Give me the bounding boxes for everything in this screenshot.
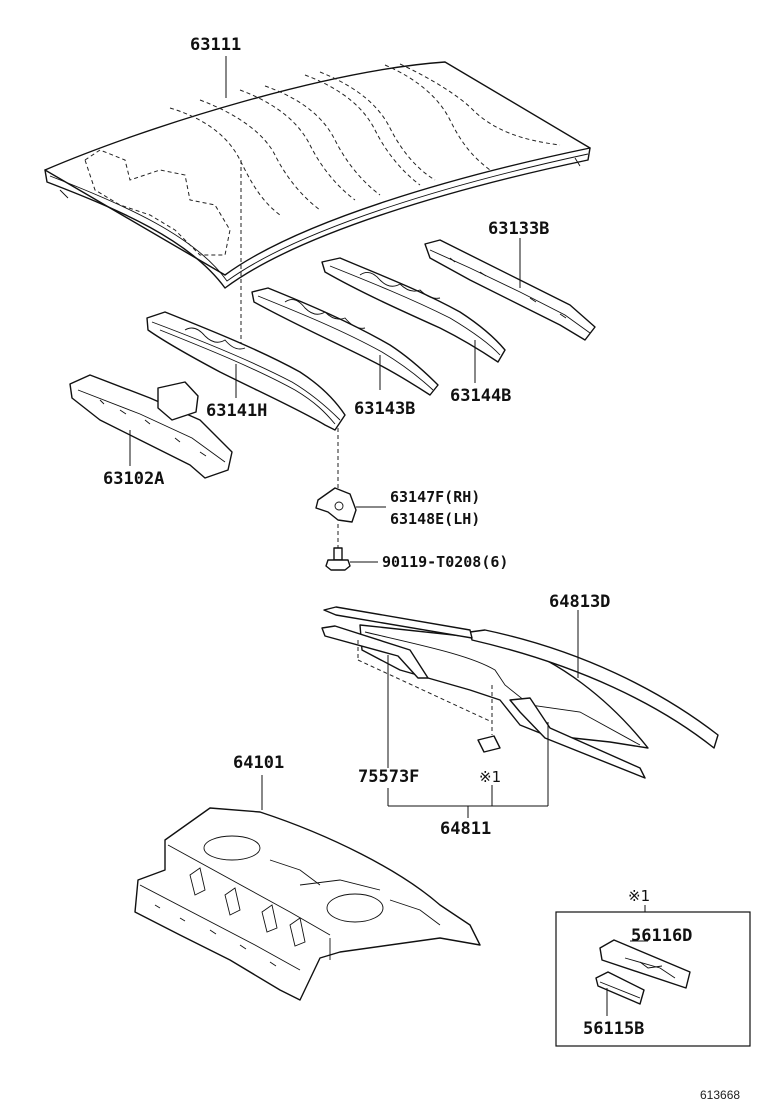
bolt-90119[interactable] <box>325 547 351 571</box>
label-63111[interactable]: 63111 <box>190 35 241 55</box>
roof-bow-63144B[interactable] <box>321 257 506 363</box>
package-tray-panel-64101[interactable] <box>134 807 481 1001</box>
label-63133B[interactable]: 63133B <box>488 219 549 239</box>
hidden-glass-edge-bottom <box>357 659 493 723</box>
label-note1-box[interactable]: ※1 <box>628 887 650 905</box>
label-56116D[interactable]: 56116D <box>631 926 692 946</box>
note1-detail-box <box>555 911 751 1047</box>
label-note1-glass[interactable]: ※1 <box>479 768 501 786</box>
label-90119[interactable]: 90119-T0208(6) <box>382 553 508 571</box>
label-63143B[interactable]: 63143B <box>354 399 415 419</box>
figure-id: 613668 <box>700 1088 740 1102</box>
glass-weatherstrip-64813D[interactable] <box>323 606 719 749</box>
glass-moulding-75573F[interactable] <box>321 625 429 679</box>
label-56115B[interactable]: 56115B <box>583 1019 644 1039</box>
label-63147F[interactable]: 63147F(RH) <box>390 488 480 506</box>
glass-spacer-note1[interactable] <box>477 735 501 753</box>
roof-bow-63141H[interactable] <box>146 311 346 431</box>
label-64101[interactable]: 64101 <box>233 753 284 773</box>
spacer-56115B[interactable] <box>595 971 645 1005</box>
label-63141H[interactable]: 63141H <box>206 401 267 421</box>
roof-bracket-63147F-63148E[interactable] <box>315 487 357 523</box>
label-63144B[interactable]: 63144B <box>450 386 511 406</box>
label-63102A[interactable]: 63102A <box>103 469 164 489</box>
roof-bow-63143B[interactable] <box>251 287 439 396</box>
spacer-56116D[interactable] <box>599 939 691 989</box>
roof-panel-63111[interactable] <box>44 61 591 289</box>
label-75573F[interactable]: 75573F <box>358 767 419 787</box>
front-header-panel-63102A[interactable] <box>69 374 233 479</box>
roof-bow-63133B[interactable] <box>424 239 596 341</box>
label-64811[interactable]: 64811 <box>440 819 491 839</box>
glass-lower-moulding[interactable] <box>509 697 646 779</box>
label-63148E[interactable]: 63148E(LH) <box>390 510 480 528</box>
label-64813D[interactable]: 64813D <box>549 592 610 612</box>
